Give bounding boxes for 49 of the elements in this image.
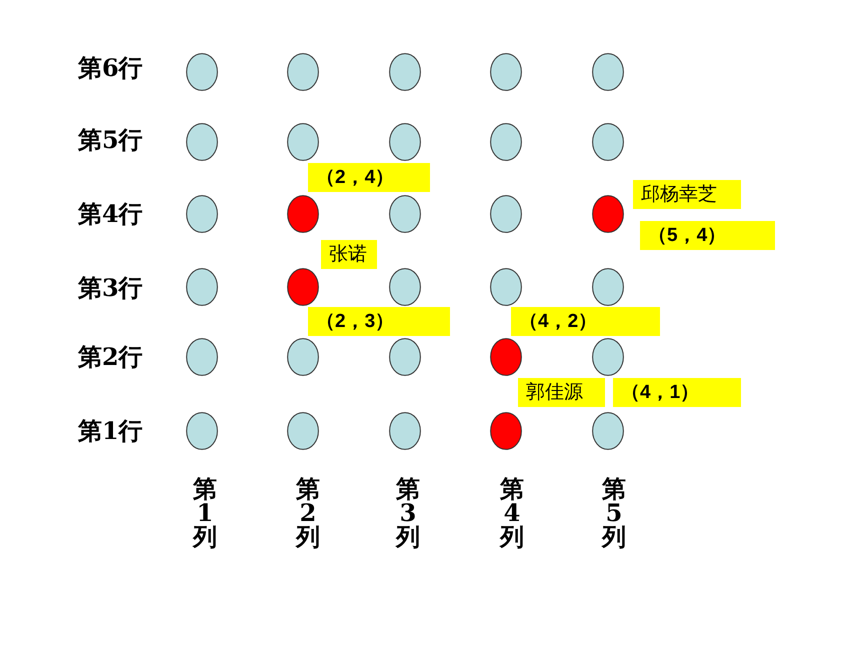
row-label: 第4行 — [78, 200, 143, 228]
coordinate-label: （2，4） — [308, 163, 430, 192]
seat-oval — [389, 268, 421, 306]
coordinate-label: （4，2） — [511, 307, 660, 336]
seat-oval — [287, 53, 319, 91]
marked-seat-oval — [490, 412, 522, 450]
coordinate-label: （4，1） — [613, 378, 741, 407]
marked-seat-oval — [287, 195, 319, 233]
seat-oval — [592, 123, 624, 161]
name-label: 邱杨幸芝 — [633, 180, 741, 209]
seat-oval — [186, 412, 218, 450]
seat-oval — [490, 53, 522, 91]
seat-oval — [389, 123, 421, 161]
seat-oval — [592, 53, 624, 91]
row-label: 第5行 — [78, 126, 143, 154]
marked-seat-oval — [592, 195, 624, 233]
seat-oval — [389, 338, 421, 376]
row-label: 第6行 — [78, 54, 143, 82]
seat-oval — [186, 268, 218, 306]
row-label: 第3行 — [78, 274, 143, 302]
name-label: 郭佳源 — [518, 378, 605, 407]
seat-oval — [287, 338, 319, 376]
marked-seat-oval — [490, 338, 522, 376]
seat-oval — [287, 123, 319, 161]
row-label: 第1行 — [78, 417, 143, 445]
column-label: 第1列 — [193, 477, 217, 549]
coordinate-label: （2，3） — [308, 307, 450, 336]
column-label: 第5列 — [602, 477, 626, 549]
seat-oval — [287, 412, 319, 450]
name-label: 张诺 — [321, 240, 377, 269]
seat-oval — [186, 123, 218, 161]
marked-seat-oval — [287, 268, 319, 306]
seat-oval — [389, 53, 421, 91]
seat-oval — [186, 338, 218, 376]
column-label: 第3列 — [396, 477, 420, 549]
seat-oval — [592, 338, 624, 376]
seat-oval — [186, 195, 218, 233]
column-label: 第2列 — [296, 477, 320, 549]
seat-oval — [490, 123, 522, 161]
seat-oval — [389, 195, 421, 233]
column-label: 第4列 — [500, 477, 524, 549]
seat-oval — [490, 195, 522, 233]
seat-oval — [389, 412, 421, 450]
seat-oval — [490, 268, 522, 306]
seat-oval — [186, 53, 218, 91]
coordinate-label: （5，4） — [640, 221, 775, 250]
seat-oval — [592, 268, 624, 306]
row-label: 第2行 — [78, 343, 143, 371]
seat-oval — [592, 412, 624, 450]
